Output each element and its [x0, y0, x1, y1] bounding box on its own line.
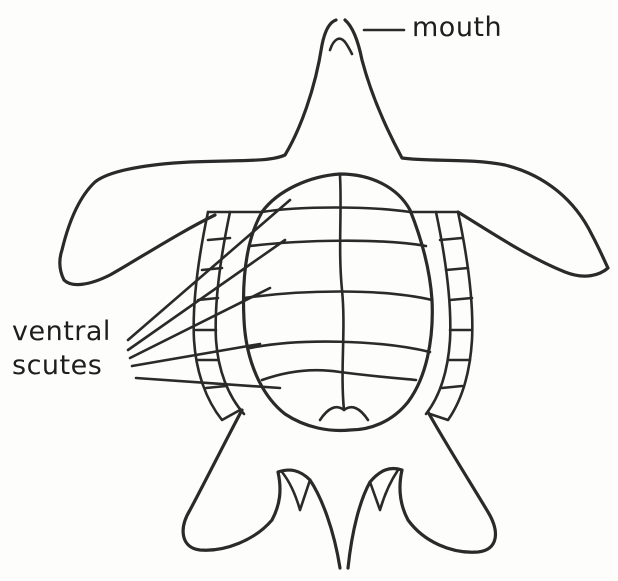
plastron-seam-3: [244, 292, 432, 301]
plastron-center-seam: [340, 176, 344, 410]
ventral-scutes-label-line2: scutes: [12, 352, 102, 379]
head-and-front-flippers-outline: [60, 20, 608, 285]
plastron-anal-notch: [320, 407, 368, 420]
ventral-scutes-label-line1: ventral: [12, 318, 111, 345]
mouth-mark: [330, 39, 352, 54]
plastron-seam-4: [250, 342, 430, 352]
right-marginal-band-inner: [426, 212, 450, 414]
left-rear-flipper: [183, 410, 340, 568]
right-rear-flipper: [348, 412, 495, 568]
mouth-label: mouth: [412, 14, 502, 41]
plastron-seam-5: [262, 370, 416, 380]
plastron-seam-1: [262, 208, 410, 213]
